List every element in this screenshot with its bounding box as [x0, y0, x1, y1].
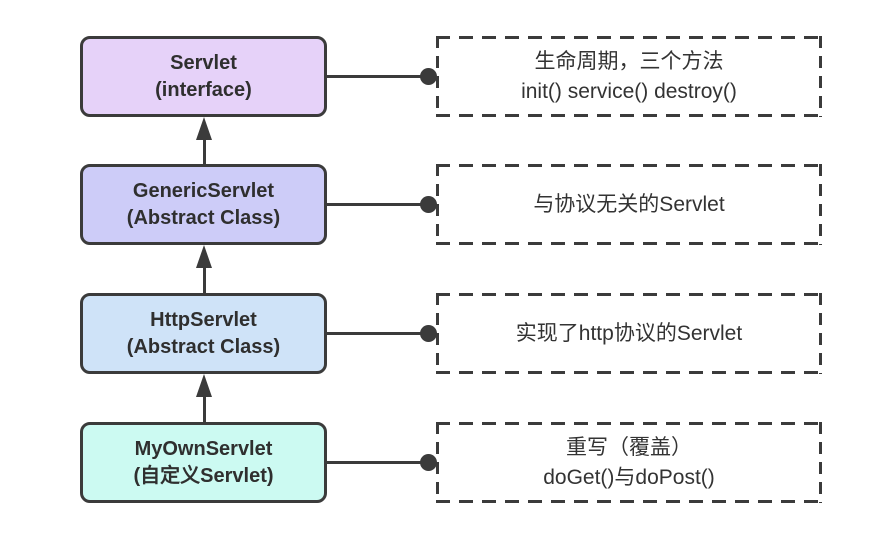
arrow-up-icon: [196, 117, 212, 140]
note-myownservlet: 重写（覆盖） doGet()与doPost(): [436, 422, 822, 503]
connector-dot-icon: [420, 454, 437, 471]
note-line: 重写（覆盖）: [566, 436, 692, 460]
note-line: 实现了http协议的Servlet: [515, 321, 743, 345]
diagram-row-genericservlet: GenericServlet (Abstract Class) 与协议无关的Se…: [0, 164, 887, 245]
node-title: HttpServlet: [150, 309, 257, 332]
node-genericservlet: GenericServlet (Abstract Class): [80, 164, 327, 245]
node-subtitle: (interface): [155, 78, 252, 101]
note-httpservlet: 实现了http协议的Servlet: [436, 293, 822, 374]
node-subtitle: (Abstract Class): [126, 335, 281, 358]
diagram-row-myownservlet: MyOwnServlet (自定义Servlet) 重写（覆盖） doGet()…: [0, 422, 887, 503]
inheritance-arrow-genericservlet-to-servlet: [195, 117, 213, 164]
diagram-row-servlet: Servlet (interface) 生命周期，三个方法 init() ser…: [0, 36, 887, 117]
arrow-up-icon: [196, 245, 212, 268]
node-subtitle: (自定义Servlet): [133, 464, 274, 487]
inheritance-arrow-myownservlet-to-httpservlet: [195, 374, 213, 422]
note-line: 与协议无关的Servlet: [533, 192, 725, 216]
arrow-shaft: [202, 140, 206, 164]
note-line: init() service() destroy(): [521, 79, 737, 103]
node-title: GenericServlet: [132, 180, 275, 203]
connector-line: [327, 332, 428, 335]
connector-line: [327, 461, 428, 464]
note-line: 生命周期，三个方法: [534, 50, 724, 74]
note-line: doGet()与doPost(): [543, 465, 715, 489]
note-servlet: 生命周期，三个方法 init() service() destroy(): [436, 36, 822, 117]
node-subtitle: (Abstract Class): [126, 206, 281, 229]
node-title: MyOwnServlet: [134, 438, 273, 461]
node-title: Servlet: [170, 52, 237, 75]
arrow-up-icon: [196, 374, 212, 397]
node-httpservlet: HttpServlet (Abstract Class): [80, 293, 327, 374]
connector-dot-icon: [420, 68, 437, 85]
node-servlet: Servlet (interface): [80, 36, 327, 117]
diagram-row-httpservlet: HttpServlet (Abstract Class) 实现了http协议的S…: [0, 293, 887, 374]
connector-line: [327, 203, 428, 206]
note-genericservlet: 与协议无关的Servlet: [436, 164, 822, 245]
node-myownservlet: MyOwnServlet (自定义Servlet): [80, 422, 327, 503]
connector-line: [327, 75, 428, 78]
connector-dot-icon: [420, 325, 437, 342]
inheritance-arrow-httpservlet-to-genericservlet: [195, 245, 213, 293]
arrow-shaft: [202, 268, 206, 293]
connector-dot-icon: [420, 196, 437, 213]
arrow-shaft: [202, 397, 206, 422]
